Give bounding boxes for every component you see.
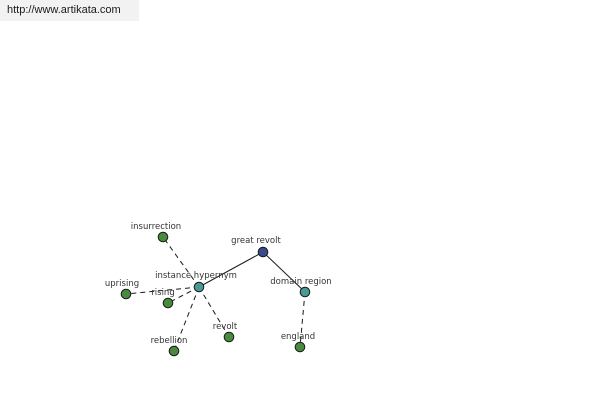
node-label-england: england (281, 332, 315, 342)
node-uprising[interactable] (120, 288, 132, 300)
node-rising[interactable] (162, 297, 174, 309)
node-label-hypernym: instance hypernym (155, 271, 237, 281)
node-label-rising: rising (151, 288, 174, 298)
node-label-domain: domain region (270, 277, 331, 287)
nodes-layer (120, 231, 311, 357)
node-england[interactable] (294, 341, 306, 353)
labels-layer: great revolt instance hypernym domain regi… (105, 222, 332, 346)
edge-hypernym-rising (167, 286, 200, 304)
node-label-root: great revolt (231, 236, 281, 246)
site-url-link[interactable]: http://www.artikata.com (0, 0, 139, 21)
node-label-insurrection: insurrection (131, 222, 181, 232)
edge-hypernym-uprising (125, 286, 200, 295)
node-domain[interactable] (299, 286, 311, 298)
node-revolt[interactable] (223, 331, 235, 343)
node-label-uprising: uprising (105, 279, 139, 289)
edge-root-hypernym (198, 251, 264, 288)
node-label-revolt: revolt (213, 322, 238, 332)
node-label-rebellion: rebellion (151, 336, 188, 346)
edges-layer (125, 236, 306, 352)
edge-hypernym-rebellion (173, 286, 200, 352)
edge-hypernym-insurrection (162, 236, 200, 288)
node-rebellion[interactable] (168, 345, 180, 357)
node-root[interactable] (257, 246, 269, 258)
edge-hypernym-revolt (198, 286, 230, 338)
edge-root-domain (262, 251, 306, 293)
node-hypernym[interactable] (193, 281, 205, 293)
edge-domain-england (299, 291, 306, 348)
node-insurrection[interactable] (157, 231, 169, 243)
